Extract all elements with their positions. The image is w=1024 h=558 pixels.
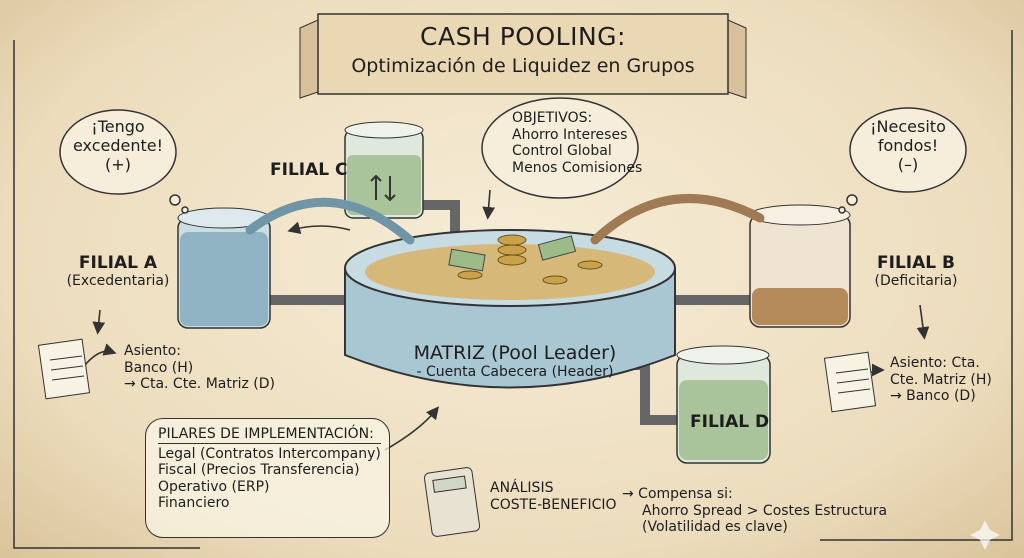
cost-benefit-line: ANÁLISIS (490, 480, 554, 496)
filial-b-type: (Deficitaria) (874, 273, 958, 290)
frame-corner-right (820, 30, 1013, 541)
arrow-ledger-a-to-entry (84, 343, 117, 366)
page-title: CASH POOLING: (420, 22, 626, 51)
entry-b: Asiento: Cta. Cte. Matriz (H) → Banco (D… (890, 355, 992, 405)
pillar-item: Operativo (ERP) (158, 478, 270, 495)
matrix-account: - Cuenta Cabecera (Header) (416, 364, 614, 381)
banknote-icon (537, 235, 577, 261)
objectives: OBJETIVOS: Ahorro Intereses Control Glob… (512, 110, 642, 176)
ledger-icon-a (37, 338, 91, 400)
page-subtitle: Optimización de Liquidez en Grupos (351, 55, 695, 77)
filial-b-name: FILIAL B (877, 253, 955, 273)
thought-cloud-deficit (849, 107, 967, 193)
matrix-label: MATRIZ (Pool Leader) - Cuenta Cabecera (… (410, 342, 620, 381)
arrow-b-to-entry (916, 304, 930, 340)
filial-a-name: FILIAL A (78, 253, 158, 273)
bubble-line: (–) (897, 154, 919, 174)
bubble-line: excedente! (72, 135, 164, 155)
objectives-cloud (481, 97, 639, 199)
deficit-bubble: ¡Necesito fondos! (–) (862, 117, 954, 175)
tank-filial-b (749, 204, 851, 328)
flow-arrow-a-to-matrix (245, 197, 415, 245)
cost-benefit-label: ANÁLISIS COSTE-BENEFICIO (490, 480, 617, 513)
flow-arrow-matrix-to-b (590, 194, 765, 245)
objective-item: Ahorro Intereses (512, 126, 628, 143)
thought-dot (838, 206, 846, 214)
ledger-icon-b (823, 351, 877, 413)
thought-dot (846, 194, 858, 206)
condition-line: → Compensa si: (622, 486, 733, 502)
arrow-a-to-entry (92, 309, 106, 335)
entry-line: → Banco (D) (890, 388, 976, 405)
tank-filial-c (344, 121, 424, 219)
objectives-heading: OBJETIVOS: (512, 110, 593, 126)
arrow-pillars-to-matrix (384, 406, 439, 451)
pillar-item: Legal (Contratos Intercompany) (158, 445, 381, 462)
filial-a-label: FILIAL A (Excedentaria) (62, 253, 174, 290)
cost-benefit-line: COSTE-BENEFICIO (490, 496, 617, 513)
bubble-line: ¡Tengo (91, 117, 145, 136)
entry-line: Asiento: Cta. (890, 355, 980, 371)
matrix-pool (344, 229, 676, 389)
title-banner (299, 13, 747, 99)
filial-d-label: FILIAL D (690, 412, 770, 432)
banknote-icon (448, 248, 486, 272)
pillars: PILARES DE IMPLEMENTACIÓN: Legal (Contra… (158, 426, 381, 512)
coins-icon (457, 234, 603, 285)
entry-line: Banco (H) (124, 359, 194, 376)
tank-filial-d (676, 345, 771, 464)
title-banner-text: CASH POOLING: Optimización de Liquidez e… (318, 16, 728, 92)
pillar-item: Financiero (158, 495, 230, 512)
bubble-line: fondos! (877, 135, 939, 155)
tank-filial-a (177, 207, 271, 329)
filial-a-type: (Excedentaria) (66, 273, 170, 290)
bubble-line: ¡Necesito (870, 117, 946, 136)
up-down-arrows-icon (370, 174, 396, 202)
pipe-c (415, 200, 460, 240)
entry-a: Asiento: Banco (H) → Cta. Cte. Matriz (D… (124, 343, 275, 393)
calculator-icon (423, 467, 481, 537)
condition-line: (Volatilidad es clave) (642, 519, 788, 536)
entry-line: → Cta. Cte. Matriz (D) (124, 376, 275, 393)
filial-c-label: FILIAL C (270, 160, 348, 180)
thought-cloud-surplus (59, 109, 177, 195)
arrow-objectives-to-matrix (482, 189, 496, 220)
arrow-matrix-to-a (287, 221, 351, 234)
pillars-heading: PILARES DE IMPLEMENTACIÓN: (158, 426, 381, 444)
thought-dot (169, 194, 181, 206)
pillar-item: Fiscal (Precios Transferencia) (158, 462, 360, 479)
condition-line: Ahorro Spread > Costes Estructura (642, 502, 888, 519)
entry-line: Asiento: (124, 343, 182, 359)
cost-benefit-condition: → Compensa si: Ahorro Spread > Costes Es… (622, 486, 887, 536)
matrix-name: MATRIZ (Pool Leader) (413, 342, 617, 364)
pipe-d (620, 360, 685, 425)
thought-dot (181, 206, 189, 214)
surplus-bubble: ¡Tengo excedente! (+) (72, 117, 164, 175)
filial-b-label: FILIAL B (Deficitaria) (866, 253, 966, 290)
frame-corner-left (13, 40, 200, 549)
sparkle-icon (970, 520, 1000, 550)
objective-item: Control Global (512, 143, 612, 160)
entry-line: Cte. Matriz (H) (890, 371, 992, 388)
pillars-box (145, 418, 390, 538)
bubble-line: (+) (105, 154, 131, 174)
objective-item: Menos Comisiones (512, 159, 643, 176)
